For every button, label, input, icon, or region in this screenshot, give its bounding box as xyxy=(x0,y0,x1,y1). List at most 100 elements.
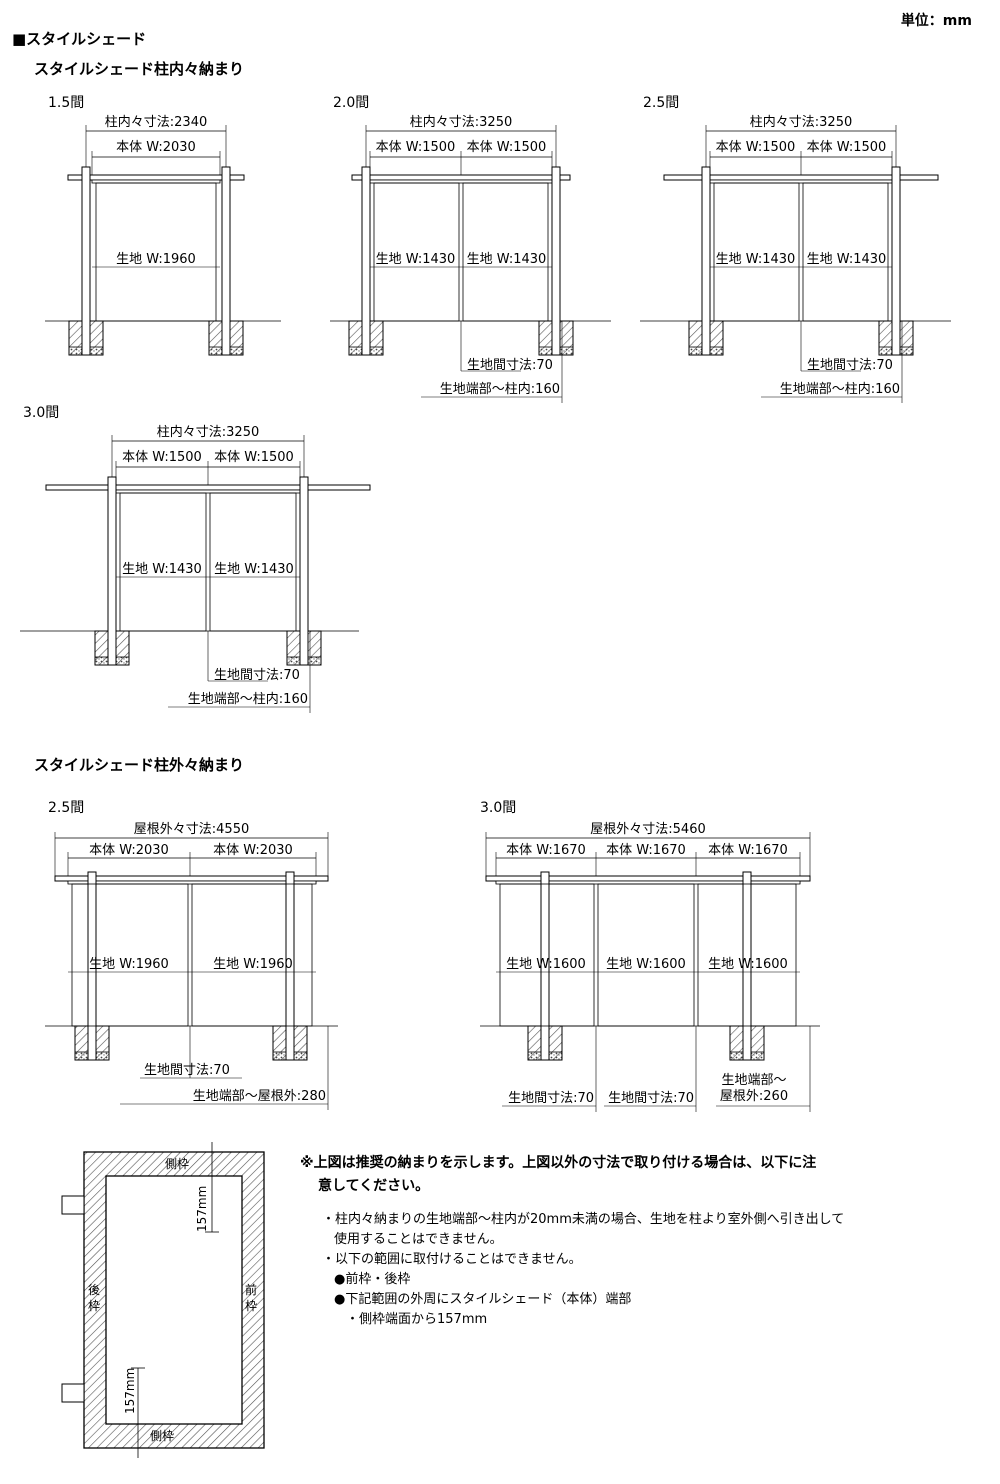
post xyxy=(87,871,97,1061)
post xyxy=(551,166,561,356)
fabric-panel xyxy=(209,492,297,632)
fabric-dim: 生地 W:1430 xyxy=(467,252,547,267)
post xyxy=(891,166,901,356)
subtitle-inner: スタイルシェード柱内々納まり xyxy=(34,60,245,78)
plan-dim-bottom: 157mm xyxy=(123,1368,137,1414)
plan-dim-top: 157mm xyxy=(195,1186,209,1232)
fabric-dim: 生地 W:1600 xyxy=(708,957,788,972)
fabric-panel xyxy=(95,182,217,322)
body-dim: 本体 W:1500 xyxy=(214,450,294,465)
plan-label-front-1: 前 xyxy=(245,1282,257,1297)
note-sub3: ・側枠端面から157mm xyxy=(346,1312,488,1327)
shade-body xyxy=(369,179,553,184)
post xyxy=(299,476,309,666)
plan-label-side-bottom: 側枠 xyxy=(150,1429,174,1443)
end-dim: 生地端部～柱内:160 xyxy=(188,691,308,707)
note-main-line1: ※上図は推奨の納まりを示します。上図以外の寸法で取り付ける場合は、以下に注 xyxy=(300,1155,817,1171)
fabric-panel xyxy=(373,182,460,322)
section-title: ■スタイルシェード xyxy=(12,30,147,48)
size-label: 3.0間 xyxy=(23,405,59,421)
post xyxy=(701,166,711,356)
note-main-line2: 意してください。 xyxy=(318,1178,430,1194)
overall-dim: 柱内々寸法:3250 xyxy=(410,114,512,130)
plan-label-rear-2: 枠 xyxy=(88,1299,100,1313)
size-label: 2.5間 xyxy=(643,95,679,111)
shade-body xyxy=(115,489,301,494)
fabric-panel xyxy=(597,883,695,1027)
plan-label-rear-1: 後 xyxy=(88,1283,100,1297)
end-dim: 生地端部～柱内:160 xyxy=(440,381,560,397)
gap-dim: 生地間寸法:70 xyxy=(144,1063,230,1078)
fabric-dim: 生地 W:1430 xyxy=(214,562,294,577)
plan-view xyxy=(61,1142,265,1458)
end-dim: 生地端部～柱内:160 xyxy=(780,381,900,397)
end-dim-2: 屋根外:260 xyxy=(720,1089,788,1104)
post xyxy=(285,871,295,1061)
post xyxy=(742,871,752,1061)
end-dim: 生地端部～屋根外:280 xyxy=(193,1089,326,1104)
overall-dim: 柱内々寸法:3250 xyxy=(750,114,852,130)
overall-dim: 柱内々寸法:2340 xyxy=(105,114,207,130)
body-dim: 本体 W:2030 xyxy=(116,140,196,155)
gap-dim-1: 生地間寸法:70 xyxy=(508,1091,594,1106)
body-dim: 本体 W:1500 xyxy=(716,140,796,155)
note-bullet1-line1: ・柱内々納まりの生地端部～柱内が20mm未満の場合、生地を柱より室外側へ引き出し… xyxy=(322,1212,845,1227)
fabric-dim: 生地 W:1960 xyxy=(89,957,169,972)
fabric-dim: 生地 W:1600 xyxy=(506,957,586,972)
roof-bar xyxy=(45,484,371,491)
post xyxy=(540,871,550,1061)
roof-bar xyxy=(67,174,245,181)
body-dim: 本体 W:1670 xyxy=(506,843,586,858)
plan-label-side-top: 側枠 xyxy=(165,1157,189,1171)
size-label: 3.0間 xyxy=(480,800,516,816)
shade-body xyxy=(709,179,893,184)
gap-dim: 生地間寸法:70 xyxy=(807,358,893,373)
body-dim: 本体 W:2030 xyxy=(213,843,293,858)
plan-post-bottom xyxy=(61,1383,85,1403)
fabric-dim: 生地 W:1430 xyxy=(376,252,456,267)
gap-dim: 生地間寸法:70 xyxy=(214,668,300,683)
fabric-dim: 生地 W:1960 xyxy=(213,957,293,972)
body-dim: 本体 W:1670 xyxy=(606,843,686,858)
post xyxy=(81,166,91,356)
body-dim: 本体 W:1500 xyxy=(376,140,456,155)
body-dim: 本体 W:1670 xyxy=(708,843,788,858)
fabric-panel xyxy=(499,883,595,1027)
post xyxy=(107,476,117,666)
gap-dim-2: 生地間寸法:70 xyxy=(608,1091,694,1106)
note-sub1: ●前枠・後枠 xyxy=(334,1272,411,1287)
size-label: 2.5間 xyxy=(48,800,84,816)
gap-dim: 生地間寸法:70 xyxy=(467,358,553,373)
overall-dim: 屋根外々寸法:5460 xyxy=(590,822,705,837)
overall-dim: 柱内々寸法:3250 xyxy=(157,424,259,440)
fabric-panel xyxy=(191,883,313,1027)
plan-frame-inner xyxy=(105,1175,243,1425)
note-bullet2: ・以下の範囲に取付けることはできません。 xyxy=(322,1252,582,1267)
shade-body xyxy=(91,179,221,184)
body-dim: 本体 W:1500 xyxy=(807,140,887,155)
roof-bar xyxy=(351,174,571,181)
fabric-dim: 生地 W:1960 xyxy=(116,252,196,267)
size-label: 1.5間 xyxy=(48,95,84,111)
size-label: 2.0間 xyxy=(333,95,369,111)
unit-label: 単位：mm xyxy=(900,13,972,29)
fabric-panel xyxy=(71,883,189,1027)
fabric-panel xyxy=(802,182,889,322)
fabric-panel xyxy=(119,492,207,632)
note-sub2: ●下記範囲の外周にスタイルシェード（本体）端部 xyxy=(334,1292,632,1307)
fabric-dim: 生地 W:1430 xyxy=(716,252,796,267)
body-dim: 本体 W:2030 xyxy=(89,843,169,858)
overall-dim: 屋根外々寸法:4550 xyxy=(134,822,249,837)
fabric-dim: 生地 W:1430 xyxy=(807,252,887,267)
fabric-panel xyxy=(713,182,800,322)
body-dim: 本体 W:1500 xyxy=(122,450,202,465)
shade-body xyxy=(67,880,317,885)
fabric-dim: 生地 W:1600 xyxy=(606,957,686,972)
body-dim: 本体 W:1500 xyxy=(467,140,547,155)
end-dim-1: 生地端部～ xyxy=(721,1073,786,1088)
